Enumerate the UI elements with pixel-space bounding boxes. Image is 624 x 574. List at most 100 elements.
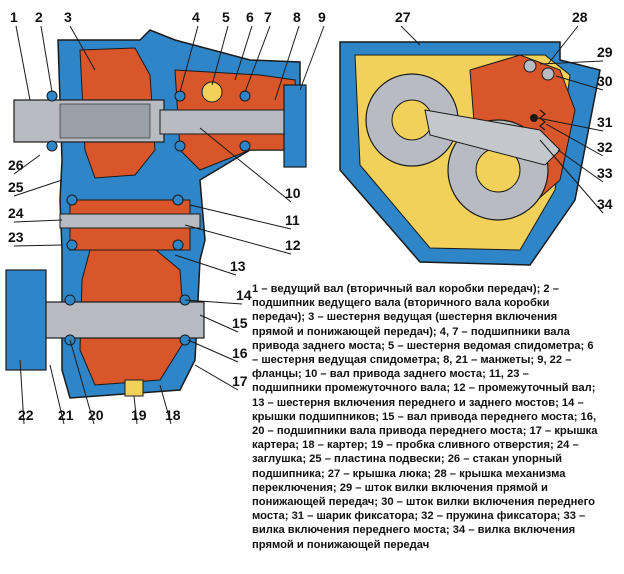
legend-line: крышки подшипников; 15 – вал привода пер… [252,410,597,423]
leader-line [400,25,421,46]
leader-line [13,154,41,175]
legend-line: фланцы; 10 – вал привода заднего моста; … [252,368,529,381]
leader-line [199,127,292,203]
upper-gear-hub [391,99,433,141]
leader-line [69,25,96,71]
callout-13: 13 [230,258,246,274]
drain-plug [124,379,144,397]
legend-line: заглушка; 25 – пластина подвески; 26 – с… [252,453,563,466]
leader-line [555,75,604,91]
callout-22: 22 [18,407,34,423]
leader-line [13,179,63,197]
callout-8: 8 [293,9,301,25]
legend-line: подшипник ведущего вала (вторичного вала… [252,297,550,310]
callout-7: 7 [264,9,272,25]
callout-30: 30 [597,73,613,89]
speedometer-driven-gear [201,81,223,103]
legend-line: передач); 3 – шестерня ведущая (шестерня… [252,311,558,324]
leader-line [174,254,237,276]
rear-axle-shaft [159,109,301,135]
leader-line [194,364,239,391]
legend-line: картера; 18 – картер; 19 – пробка сливно… [252,439,579,452]
leader-line [184,299,243,305]
callout-29: 29 [597,44,613,60]
leader-line [184,224,292,255]
callout-15: 15 [232,315,248,331]
callout-6: 6 [246,9,254,25]
callout-23: 23 [8,229,24,245]
legend-line: переключения; 29 – шток вилки включения … [252,481,548,494]
leader-line [545,123,604,157]
callout-11: 11 [285,212,300,228]
legend-line: 20 – подшипники вала привода переднего м… [252,425,598,438]
callout-3: 3 [64,9,72,25]
callout-34: 34 [597,196,613,212]
legend-line: подшипника; 27 – крышка люка; 28 – крышк… [252,467,566,480]
leader-line [537,117,604,132]
leader-line [547,25,579,65]
shift-rod-29 [523,59,537,73]
leader-line [244,25,271,93]
leader-line [40,25,53,93]
callout-33: 33 [597,165,613,181]
callout-5: 5 [222,9,230,25]
callout-32: 32 [597,139,613,155]
leader-line [539,60,604,65]
callout-9: 9 [318,9,326,25]
legend-line: 1 – ведущий вал (вторичный вал коробки п… [252,283,559,295]
callout-12: 12 [285,237,301,253]
detent-spring [539,109,546,131]
leader-line [49,364,65,425]
leader-line [199,314,239,333]
leader-line [69,339,95,425]
legend-line: привода заднего моста; 5 – шестерня ведо… [252,339,594,352]
leader-line [13,219,63,223]
leader-line [19,359,25,425]
front-flange [5,269,47,371]
shift-mechanism-view [339,41,601,266]
legend-line: подшипники промежуточного вала; 12 – про… [252,382,596,395]
shift-fork [424,109,561,166]
detent-ball [530,114,538,122]
callout-17: 17 [232,373,248,389]
callout-21: 21 [58,407,74,423]
input-shaft-splines [59,103,151,139]
leader-line [211,25,229,86]
rear-flange [283,84,307,168]
leader-line [179,25,199,93]
leader-line [133,395,138,425]
callout-1: 1 [10,9,18,25]
callout-26: 26 [8,157,24,173]
leader-line [159,384,172,425]
leader-line [15,25,31,101]
legend-line: прямой и понижающей передач); 4, 7 – под… [252,325,570,338]
callout-16: 16 [232,345,248,361]
callout-4: 4 [192,9,200,25]
leader-line [539,139,604,214]
leader-line [13,244,63,247]
callout-24: 24 [8,205,24,221]
legend-line: вилка включения переднего моста; 34 – ви… [252,524,576,537]
callout-27: 27 [395,9,411,25]
leader-line [274,25,300,101]
callout-14: 14 [236,287,252,303]
leader-line [234,25,253,81]
sectional-view [5,29,307,399]
callout-10: 10 [285,185,301,201]
callout-31: 31 [597,114,613,130]
legend-line: понижающей передач; 30 – шток вилки вклю… [252,496,595,509]
callout-2: 2 [35,9,43,25]
intermediate-shaft [59,213,201,229]
leader-line [557,149,604,183]
callout-28: 28 [572,9,588,25]
shift-rod-30 [541,67,555,81]
callout-20: 20 [88,407,104,423]
leader-line [299,25,325,91]
leader-line [187,339,239,363]
legend: 1 – ведущий вал (вторичный вал коробки п… [252,282,618,552]
legend-line: 13 – шестерня включения переднего и задн… [252,396,584,409]
callout-25: 25 [8,179,24,195]
callout-18: 18 [165,407,181,423]
